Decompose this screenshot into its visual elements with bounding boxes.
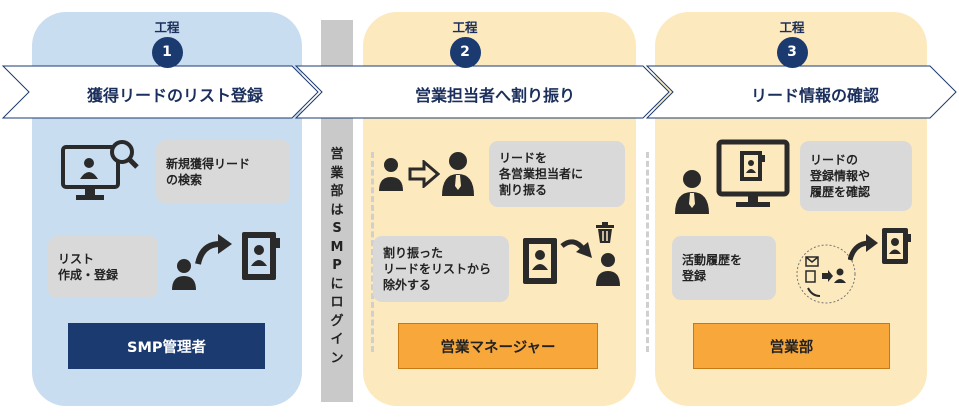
contact-book-icon: [882, 228, 911, 264]
trash-icon: [596, 222, 614, 243]
step3-header: 工程 3: [762, 21, 822, 68]
step2-header: 工程 2: [435, 21, 495, 68]
process-banner: [1, 65, 957, 119]
curved-arrow-icon: [560, 239, 592, 258]
contact-book-icon: [242, 232, 280, 280]
person-icon: [379, 158, 403, 191]
curved-arrow-icon: [848, 234, 878, 261]
step1-title: 獲得リードのリスト登録: [86, 86, 263, 105]
step1-label: 工程: [154, 20, 180, 35]
step3-bubble-activity: 活動履歴を 登録: [672, 236, 776, 300]
person-icon: [596, 253, 620, 286]
businessman-icon: [675, 170, 709, 214]
role-sales-dept: 営業部: [693, 323, 890, 369]
step2-number: 2: [449, 37, 481, 68]
separator-left: [371, 152, 374, 352]
step1-bubble-search: 新規獲得リード の検索: [156, 140, 290, 203]
step1-header: 工程 1: [137, 21, 197, 68]
monitor-contact-icon: [716, 139, 790, 207]
step1-bubble-list: リスト 作成・登録: [48, 236, 158, 298]
role-sales-manager: 営業マネージャー: [398, 323, 598, 369]
contact-book-icon: [523, 238, 557, 284]
step2-bubble-assign: リードを 各営業担当者に 割り振る: [489, 141, 625, 207]
step3-banner-arrow: [645, 65, 957, 119]
step1-number: 1: [151, 37, 183, 68]
role-smp-admin: SMP管理者: [68, 323, 265, 369]
separator-right: [646, 152, 649, 352]
step2-label: 工程: [452, 20, 478, 35]
step3-title: リード情報の確認: [750, 86, 879, 105]
activity-circle-icon: [796, 244, 856, 304]
monitor-search-icon: [61, 140, 139, 200]
person-icon: [172, 259, 196, 290]
login-note: 営 業 部 は S M P に ロ グ イ ン: [330, 147, 344, 366]
step2-bubble-remove: 割り振った リードをリストから 除外する: [373, 236, 509, 302]
step2-banner-arrow: [294, 65, 670, 119]
businessman-icon: [442, 152, 474, 196]
step3-bubble-check: リードの 登録情報や 履歴を確認: [800, 141, 912, 211]
step2-title: 営業担当者へ割り振り: [414, 86, 575, 105]
step3-number: 3: [776, 37, 808, 68]
curved-arrow-icon: [195, 234, 232, 265]
right-arrow-icon: [408, 160, 440, 188]
step3-label: 工程: [779, 20, 805, 35]
step1-banner-arrow: [1, 65, 319, 119]
